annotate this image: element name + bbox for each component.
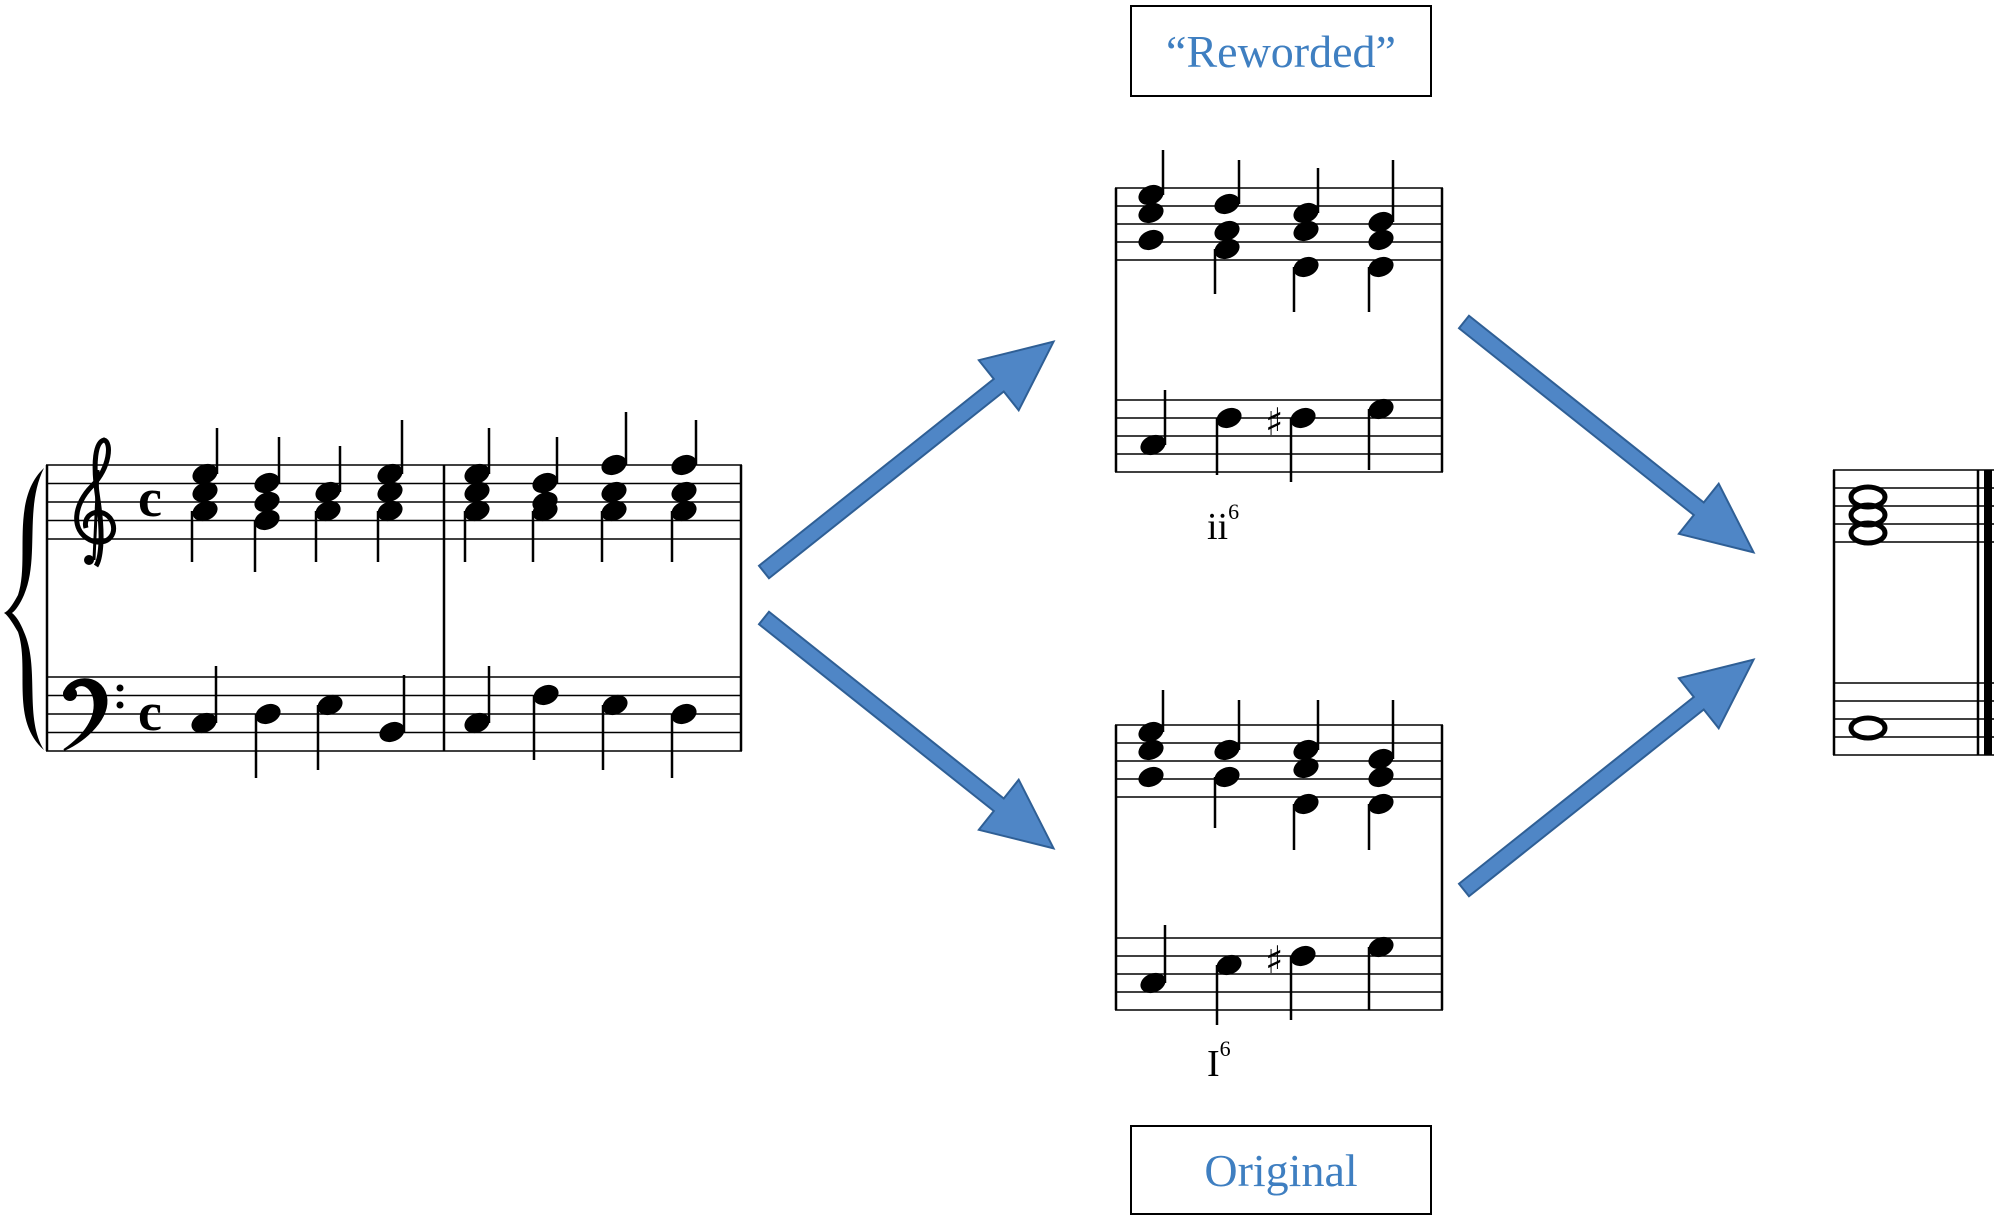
chord — [189, 428, 221, 562]
bass-note — [461, 666, 493, 737]
reworded-chord-inversion: 6 — [1228, 499, 1240, 524]
original-label-box: Original — [1130, 1125, 1432, 1215]
reworded-chord-numeral: ii — [1207, 506, 1229, 548]
original-bass-notes: ♯ — [1137, 925, 1397, 1025]
left-grand-staff: c c — [4, 412, 743, 778]
reworded-grand-staff: ♯ — [1114, 150, 1444, 482]
chord — [1135, 690, 1167, 791]
bass-note — [1213, 951, 1245, 1025]
bass-note — [1287, 404, 1319, 482]
original-chord-label: I6 — [1207, 1036, 1231, 1086]
chord — [1365, 700, 1397, 850]
chord — [374, 420, 406, 562]
arrow-original-to-resolution-icon — [1457, 658, 1756, 898]
original-chord-numeral: I — [1207, 1043, 1220, 1085]
chord — [1290, 168, 1322, 312]
treble-clef-icon — [74, 437, 117, 568]
original-treble-chords — [1135, 690, 1397, 850]
bass-note — [1287, 942, 1319, 1020]
chord — [1290, 700, 1322, 850]
bass-time-signature: c — [138, 682, 162, 742]
bass-note — [1213, 404, 1245, 475]
original-label: Original — [1204, 1144, 1358, 1196]
chord — [668, 420, 700, 562]
bass-note — [1137, 390, 1169, 459]
left-treble-measure-1 — [189, 420, 406, 572]
chord — [1365, 160, 1397, 312]
final-barline — [1984, 470, 1992, 755]
reworded-bass-notes: ♯ — [1137, 390, 1397, 482]
left-treble-measure-2 — [461, 412, 700, 562]
brace — [4, 468, 44, 750]
arrows — [757, 314, 1756, 898]
chord — [1211, 160, 1243, 294]
resolution-grand-staff — [1832, 469, 1994, 756]
bass-note — [1365, 933, 1397, 1010]
reworded-chord-label: ii6 — [1207, 499, 1239, 549]
bass-note — [668, 700, 700, 778]
bass-clef-icon — [63, 678, 124, 751]
bass-note — [1365, 395, 1397, 470]
reworded-label: “Reworded” — [1166, 25, 1396, 77]
chord — [529, 437, 561, 562]
bass-note — [376, 675, 408, 746]
arrow-to-original-icon — [757, 610, 1056, 850]
reworded-treble-chords — [1135, 150, 1397, 312]
original-grand-staff: ♯ — [1114, 690, 1444, 1025]
chord — [251, 437, 283, 572]
chord — [1211, 700, 1243, 828]
treble-time-signature: c — [138, 468, 162, 528]
reworded-label-box: “Reworded” — [1130, 5, 1432, 97]
sharp-icon: ♯ — [1265, 400, 1283, 444]
chord — [312, 446, 344, 562]
bass-note — [530, 681, 562, 760]
original-chord-inversion: 6 — [1219, 1036, 1231, 1061]
bass-note — [1137, 925, 1169, 997]
chord — [461, 428, 493, 562]
chord — [1135, 150, 1167, 254]
bass-note — [188, 666, 220, 737]
bass-note — [252, 700, 284, 778]
chord — [598, 412, 630, 562]
left-barlines — [45, 465, 743, 751]
arrow-to-reworded-icon — [757, 340, 1056, 580]
bass-note — [599, 691, 631, 770]
sharp-icon: ♯ — [1265, 938, 1283, 982]
bass-note — [314, 691, 346, 770]
left-bass-notes — [188, 666, 700, 778]
arrow-reworded-to-resolution-icon — [1457, 314, 1756, 554]
